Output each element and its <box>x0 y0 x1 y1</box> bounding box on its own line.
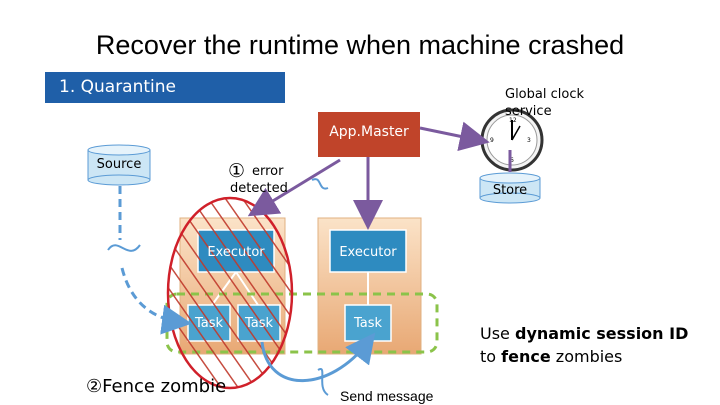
quarantine-banner: 1. Quarantine <box>45 72 285 103</box>
source-cylinder <box>87 144 151 186</box>
svg-text:6: 6 <box>510 157 514 164</box>
svg-text:9: 9 <box>490 137 494 144</box>
note-bold-session-id: dynamic session ID <box>514 324 689 343</box>
note-bold-fence: fence <box>501 347 551 366</box>
app-master-label: App.Master <box>329 124 409 140</box>
source-label: Source <box>96 157 142 172</box>
send-message-label: Send message <box>340 388 434 404</box>
note-prefix: Use <box>480 324 515 343</box>
svg-text:12: 12 <box>509 117 517 124</box>
clock-label: Global clock service <box>505 87 584 119</box>
store-cylinder <box>479 172 541 204</box>
send-message-arrow <box>260 332 376 383</box>
clock-icon: 12 3 6 9 <box>480 108 544 172</box>
zombie-ellipse <box>166 196 294 390</box>
fence-note: Use dynamic session ID to fence zombies <box>480 322 705 368</box>
note-middle: to <box>480 347 502 366</box>
step1-number: ① <box>228 160 246 182</box>
task-right-label: Task <box>353 316 383 331</box>
slide-title: Recover the runtime when machine crashed <box>95 30 625 60</box>
note-suffix: zombies <box>550 347 623 366</box>
store-label: Store <box>492 183 528 198</box>
step2-fence-zombie: ②Fence zombie <box>86 376 227 397</box>
step1-text: error detected <box>230 164 288 196</box>
executor-left-label: Executor <box>207 245 265 260</box>
task-left-2-label: Task <box>244 316 274 331</box>
task-left-1-label: Task <box>194 316 224 331</box>
app-master-box <box>318 112 420 157</box>
executor-right-label: Executor <box>339 245 397 260</box>
svg-text:3: 3 <box>527 137 531 144</box>
